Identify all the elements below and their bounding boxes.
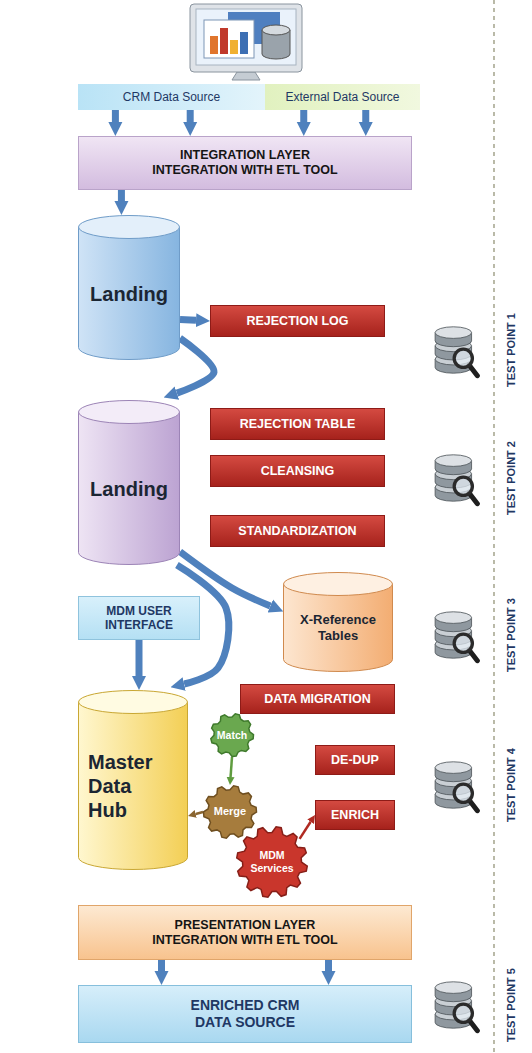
step-box: REJECTION LOG	[210, 305, 385, 337]
database-cylinder: Landing	[78, 215, 180, 360]
flow-arrow	[158, 960, 165, 971]
test-point-icon	[435, 612, 477, 661]
cylinder-top	[79, 216, 180, 239]
flow-arrow	[300, 110, 307, 122]
computer-icon	[190, 4, 302, 80]
divider-line	[493, 0, 494, 1053]
step-box: REJECTION TABLE	[210, 408, 385, 440]
node-text: INTEGRATION WITH ETL TOOL	[152, 163, 337, 178]
decoration	[210, 36, 218, 54]
database-cylinder: Landing	[78, 400, 180, 565]
cylinder-body	[79, 702, 188, 869]
test-point-label: TEST POINT 4	[505, 748, 517, 822]
test-point-label: TEST POINT 3	[505, 598, 517, 672]
test-point-label: TEST POINT 5	[505, 968, 517, 1042]
node-text: REJECTION LOG	[246, 314, 348, 329]
node-text: PRESENTATION LAYER	[175, 918, 316, 933]
test-point-icon	[435, 982, 477, 1031]
node-text: INTEGRATION WITH ETL TOOL	[152, 933, 337, 948]
cylinder-body	[284, 584, 393, 671]
node-text: CLEANSING	[261, 464, 335, 479]
gear-outline	[204, 786, 257, 838]
node-text: STANDARDIZATION	[238, 524, 356, 539]
gear-node: Match	[210, 713, 254, 757]
decoration	[220, 28, 228, 54]
flow-arrow	[300, 822, 311, 839]
node-text: MDM Services	[246, 849, 298, 874]
flow-arrow	[136, 640, 143, 676]
decoration	[196, 9, 296, 65]
cylinder-body	[79, 412, 180, 565]
node-text: Landing	[90, 477, 168, 501]
node-text: REJECTION TABLE	[240, 417, 356, 432]
node-text: Master Data Hub	[88, 750, 172, 822]
node-text: ENRICHED CRM DATA SOURCE	[180, 997, 310, 1031]
gear-node: Merge	[203, 785, 257, 839]
database-cylinder: X-Reference Tables	[283, 572, 393, 672]
decoration	[262, 25, 290, 35]
target-box: ENRICHED CRM DATA SOURCE	[78, 985, 412, 1043]
node-text: X-Reference Tables	[289, 612, 387, 643]
node-text: CRM Data Source	[123, 90, 220, 104]
flow-arrow	[187, 110, 194, 122]
step-box: CLEANSING	[210, 455, 385, 487]
cylinder-top	[79, 691, 188, 714]
node-text: INTEGRATION LAYER	[180, 148, 310, 163]
cylinder-top	[284, 573, 393, 596]
gear-outline	[211, 714, 254, 757]
layer-box: INTEGRATION LAYERINTEGRATION WITH ETL TO…	[78, 136, 412, 190]
node-text: Merge	[214, 805, 246, 818]
node-text: Landing	[90, 282, 168, 306]
flow-arrow	[325, 960, 332, 971]
cylinder-body	[79, 227, 180, 360]
step-box: STANDARDIZATION	[210, 515, 385, 547]
decoration	[190, 4, 302, 72]
source-band: External Data Source	[265, 84, 420, 110]
flow-arrow	[112, 110, 119, 122]
gear-node: MDM Services	[236, 826, 308, 898]
test-point-label: TEST POINT 2	[505, 441, 517, 515]
node-text: DATA MIGRATION	[264, 692, 370, 707]
source-band: CRM Data Source	[78, 84, 265, 110]
test-point-icon	[435, 327, 477, 376]
flow-arrow	[231, 757, 232, 777]
flow-arrow	[118, 190, 125, 201]
test-point-label: TEST POINT 1	[505, 313, 517, 387]
flow-arrow	[362, 110, 369, 122]
step-box: DE-DUP	[315, 745, 395, 775]
flow-arrow	[180, 316, 196, 324]
decoration	[232, 72, 260, 80]
decoration	[204, 20, 254, 58]
decoration	[230, 40, 238, 54]
node-text: MDM USER INTERFACE	[85, 604, 193, 633]
database-cylinder: Master Data Hub	[78, 690, 188, 870]
node-text: Match	[217, 729, 247, 742]
cylinder-top	[79, 401, 180, 424]
gear-outline	[237, 827, 308, 898]
test-point-icon	[435, 762, 477, 811]
interface-box: MDM USER INTERFACE	[78, 596, 200, 640]
node-text: DE-DUP	[331, 753, 379, 768]
step-box: DATA MIGRATION	[240, 684, 395, 714]
flow-arrow	[196, 812, 203, 814]
node-text: ENRICH	[331, 808, 379, 823]
node-text: External Data Source	[285, 90, 399, 104]
step-box: ENRICH	[315, 800, 395, 830]
flow-arrow	[177, 338, 214, 393]
test-point-icon	[435, 455, 477, 504]
layer-box: PRESENTATION LAYERINTEGRATION WITH ETL T…	[78, 905, 412, 960]
decoration	[240, 32, 248, 54]
